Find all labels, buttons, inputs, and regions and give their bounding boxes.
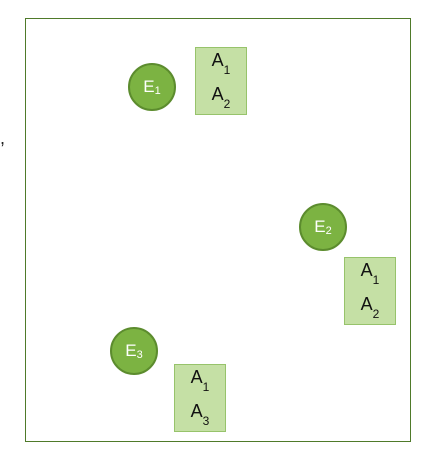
entity-subscript: 1 — [154, 85, 161, 97]
attribute-box-e1: A1 A2 — [195, 47, 247, 115]
attribute-item: A3 — [191, 398, 210, 432]
attribute-subscript: 1 — [223, 63, 231, 77]
attribute-subscript: 1 — [202, 380, 210, 394]
attribute-label: A — [211, 50, 224, 71]
attribute-item: A1 — [191, 364, 210, 398]
attribute-label: A — [360, 260, 373, 281]
attribute-item: A2 — [361, 291, 380, 325]
attribute-label: A — [211, 84, 224, 104]
attribute-label: A — [360, 294, 373, 314]
attribute-label: A — [190, 401, 203, 421]
attribute-subscript: 1 — [372, 273, 380, 287]
entity-label: E — [125, 341, 137, 360]
attribute-item: A1 — [361, 257, 380, 291]
diagram-frame — [25, 18, 411, 442]
entity-label: E — [143, 77, 155, 96]
attribute-box-e2: A1 A2 — [344, 257, 396, 325]
stray-comma: , — [0, 128, 6, 148]
entity-subscript: 3 — [136, 349, 143, 361]
attribute-subscript: 3 — [202, 413, 210, 428]
attribute-item: A1 — [212, 47, 231, 81]
entity-label: E — [314, 217, 326, 236]
attribute-item: A2 — [212, 81, 231, 115]
attribute-subscript: 2 — [372, 306, 380, 321]
attribute-label: A — [190, 367, 203, 388]
attribute-box-e3: A1 A3 — [174, 364, 226, 432]
attribute-subscript: 2 — [223, 96, 231, 111]
entity-subscript: 2 — [325, 225, 332, 237]
